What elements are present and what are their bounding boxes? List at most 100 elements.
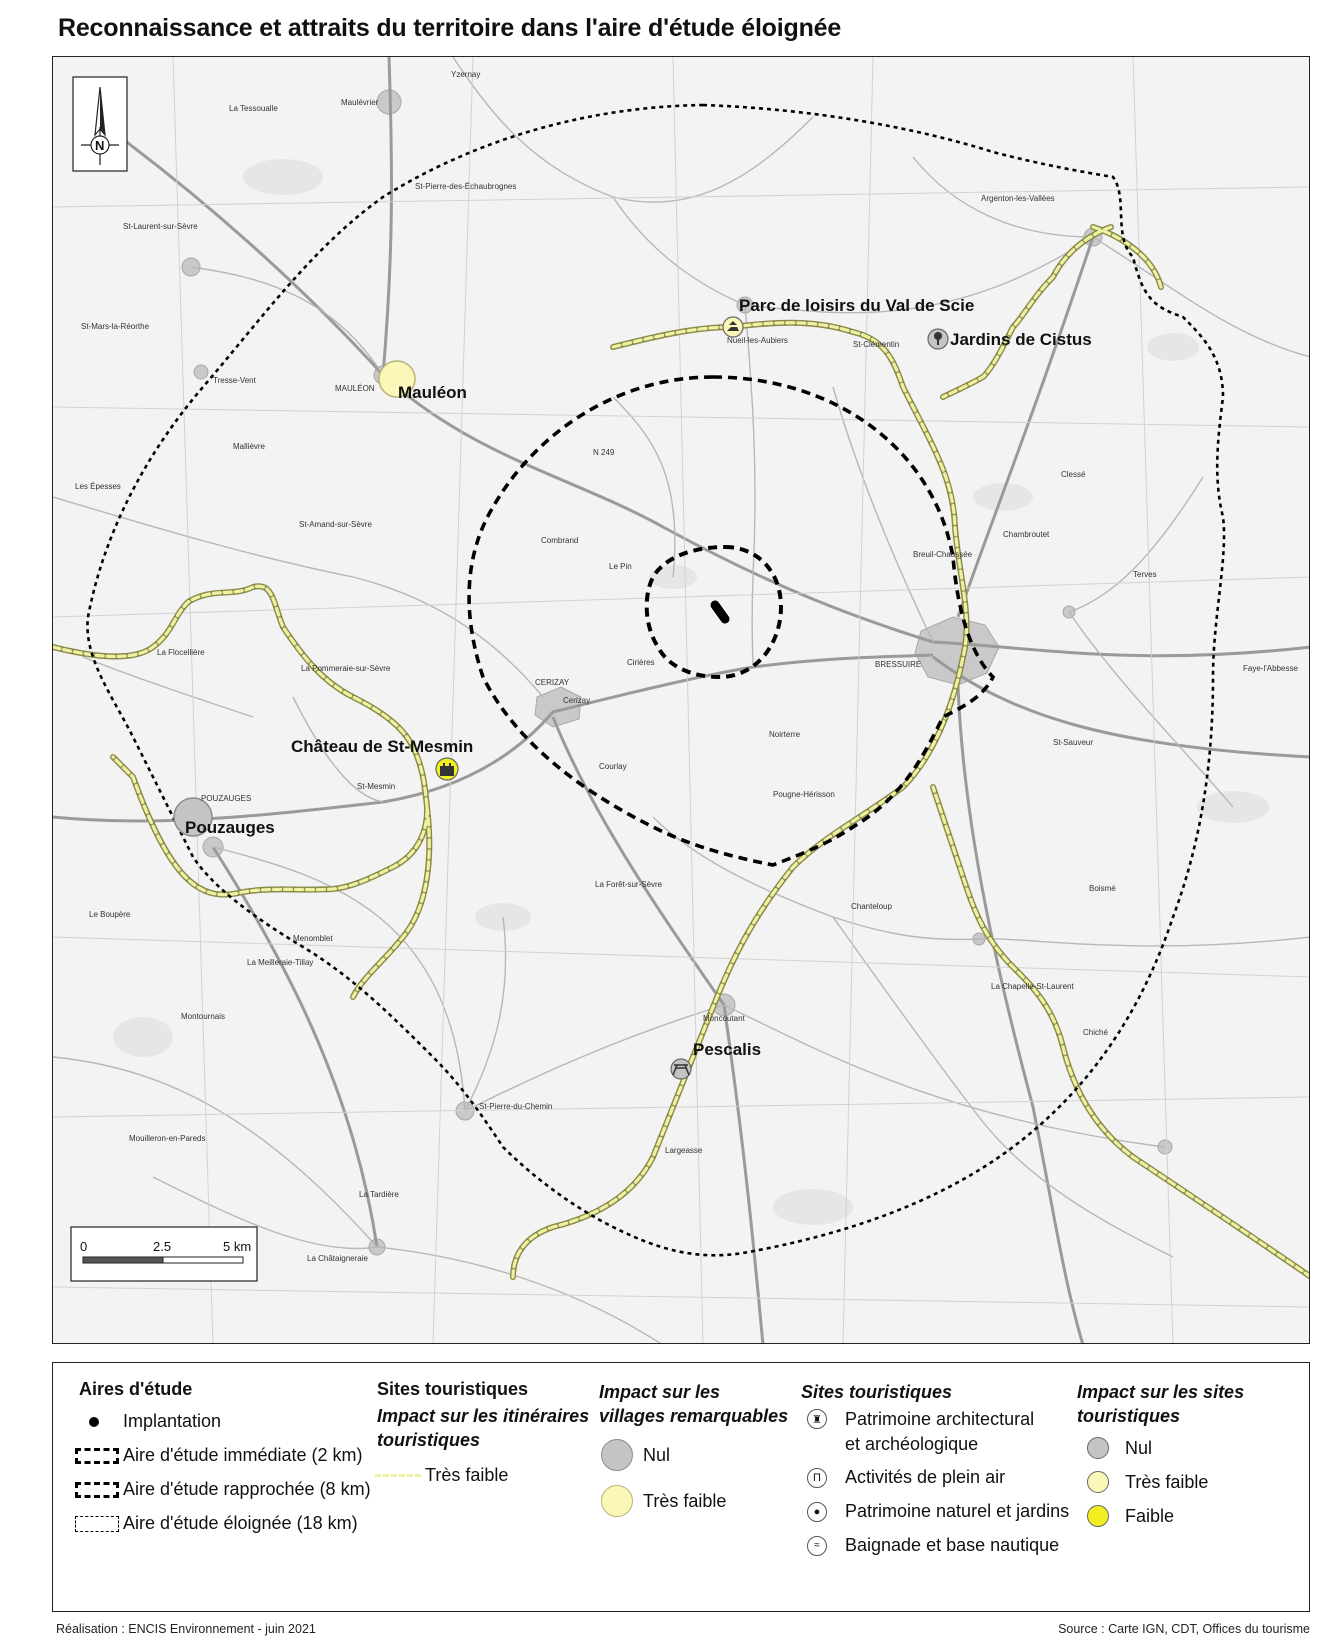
swimming-icon bbox=[727, 321, 739, 331]
legend-aire-eloignee: Aire d'étude éloignée (18 km) bbox=[75, 1513, 358, 1534]
north-label: N bbox=[95, 138, 104, 153]
tree-icon: ● bbox=[807, 1501, 827, 1522]
impact-nul-large-circle-icon bbox=[601, 1439, 633, 1471]
basemap-label: Breuil-Chaussée bbox=[913, 550, 973, 559]
picnic-table-icon: Π bbox=[807, 1467, 827, 1488]
map-canvas: Mauléon Pouzauges Parc de loisirs du Val… bbox=[53, 57, 1309, 1343]
basemap-label: La Chapelle-St-Laurent bbox=[991, 982, 1074, 991]
basemap-label: CERIZAY bbox=[535, 678, 570, 687]
legend-site-baignade: ≈ Baignade et base nautique bbox=[807, 1535, 1059, 1556]
legend-itineraires-subheading-1: Impact sur les itinéraires bbox=[377, 1406, 590, 1426]
tourist-itineraries bbox=[53, 224, 1309, 1280]
legend-site-plein-air: Π Activités de plein air bbox=[807, 1467, 1005, 1488]
legend-impact-site-nul: Nul bbox=[1087, 1437, 1152, 1459]
basemap-label: Pougne-Hérisson bbox=[773, 790, 835, 799]
legend-villages-heading-2: villages remarquables bbox=[599, 1406, 789, 1426]
site-pescalis-label: Pescalis bbox=[693, 1040, 761, 1059]
basemap-label: POUZAUGES bbox=[201, 794, 251, 803]
basemap-label: La Tardière bbox=[359, 1190, 399, 1199]
itinerary-line-icon bbox=[375, 1474, 421, 1477]
castle-icon bbox=[440, 763, 454, 776]
legend-site-types-heading: Sites touristiques bbox=[801, 1382, 953, 1402]
dashed-box-medium-icon bbox=[75, 1481, 119, 1498]
basemap-label: Montournais bbox=[181, 1012, 225, 1021]
tree-icon bbox=[934, 332, 942, 340]
site-chateau-st-mesmin-label: Château de St-Mesmin bbox=[291, 737, 473, 756]
scale-tick-2-5: 2.5 bbox=[153, 1239, 171, 1254]
basemap-label: La Tessoualle bbox=[229, 104, 278, 113]
village-mauleon[interactable]: Mauléon bbox=[378, 360, 467, 402]
impact-tres-faible-circle-icon bbox=[1087, 1471, 1109, 1493]
legend-impact-site-tres-faible: Très faible bbox=[1087, 1471, 1208, 1493]
map-panel[interactable]: Mauléon Pouzauges Parc de loisirs du Val… bbox=[52, 56, 1310, 1344]
basemap-labels: Maulévrier Yzernay St-Laurent-sur-Sèvre … bbox=[75, 70, 1298, 1263]
legend-itineraires-subheading-2: touristiques bbox=[377, 1430, 481, 1450]
legend-villages-heading-1: Impact sur les bbox=[599, 1382, 721, 1402]
basemap-label: Tresse-Vent bbox=[213, 376, 257, 385]
legend-itineraire-tres-faible: Très faible bbox=[375, 1465, 508, 1486]
legend-village-nul: Nul bbox=[601, 1439, 670, 1471]
basemap-label: Courlay bbox=[599, 762, 627, 771]
basemap-label: Menomblet bbox=[293, 934, 333, 943]
scale-tick-0: 0 bbox=[80, 1239, 87, 1254]
map-title: Reconnaissance et attraits du territoire… bbox=[58, 14, 842, 42]
basemap-label: Le Boupère bbox=[89, 910, 131, 919]
north-arrow: N bbox=[72, 76, 128, 172]
woodland-patches bbox=[113, 159, 1269, 1225]
basemap-label: Noirterre bbox=[769, 730, 801, 739]
aire-rapprochee-boundary bbox=[467, 375, 996, 867]
basemap-label: MAULÉON bbox=[335, 384, 375, 393]
impact-faible-circle-icon bbox=[1087, 1505, 1109, 1527]
aire-immediate-boundary bbox=[644, 544, 784, 680]
basemap-label: La Forêt-sur-Sèvre bbox=[595, 880, 663, 889]
legend-aires-heading: Aires d'étude bbox=[79, 1379, 193, 1399]
basemap-label: St-Pierre-du-Chemin bbox=[479, 1102, 552, 1111]
footer-credits: Réalisation : ENCIS Environnement - juin… bbox=[56, 1622, 316, 1636]
village-pouzauges-label: Pouzauges bbox=[185, 818, 275, 837]
legend-site-jardins: ● Patrimoine naturel et jardins bbox=[807, 1501, 1069, 1522]
basemap-label: Yzernay bbox=[451, 70, 480, 79]
basemap-label: Faye-l'Abbesse bbox=[1243, 664, 1298, 673]
basemap-label: Mallièvre bbox=[233, 442, 266, 451]
basemap-label: Mouilleron-en-Pareds bbox=[129, 1134, 205, 1143]
dashed-box-thick-icon bbox=[75, 1447, 119, 1464]
basemap-label: La Châtaigneraie bbox=[307, 1254, 368, 1263]
legend-impact-sites-heading-2: touristiques bbox=[1077, 1406, 1181, 1426]
basemap-label: St-Mars-la-Réorthe bbox=[81, 322, 150, 331]
castle-icon: ♜ bbox=[807, 1409, 827, 1429]
village-mauleon-label: Mauléon bbox=[398, 383, 467, 402]
legend-aire-immediate: Aire d'étude immédiate (2 km) bbox=[75, 1445, 363, 1466]
village-pouzauges[interactable]: Pouzauges bbox=[173, 797, 275, 837]
basemap-label: St-Laurent-sur-Sèvre bbox=[123, 222, 198, 231]
site-pescalis[interactable]: Pescalis bbox=[670, 1040, 761, 1080]
basemap-label: St-Pierre-des-Échaubrognes bbox=[415, 182, 516, 191]
impact-nul-circle-icon bbox=[1087, 1437, 1109, 1459]
basemap-label: Cirières bbox=[627, 658, 655, 667]
legend-aire-rapprochee: Aire d'étude rapprochée (8 km) bbox=[75, 1479, 371, 1500]
implantation-marker bbox=[710, 600, 730, 624]
site-jardins-de-cistus[interactable]: Jardins de Cistus bbox=[927, 328, 1092, 350]
scale-tick-5km: 5 km bbox=[223, 1239, 251, 1254]
picnic-table-icon bbox=[672, 1064, 690, 1076]
basemap-label: Terves bbox=[1133, 570, 1157, 579]
basemap-label: Chanteloup bbox=[851, 902, 892, 911]
legend-panel: Aires d'étude Implantation Aire d'étude … bbox=[52, 1362, 1310, 1612]
basemap-label: Boismé bbox=[1089, 884, 1116, 893]
site-val-de-scie-label: Parc de loisirs du Val de Scie bbox=[739, 296, 974, 315]
site-chateau-st-mesmin[interactable]: Château de St-Mesmin bbox=[291, 737, 473, 781]
legend-itineraires-heading: Sites touristiques bbox=[377, 1379, 529, 1399]
basemap-label: Maulévrier bbox=[341, 98, 379, 107]
grid-fabric bbox=[53, 57, 1309, 1343]
basemap-label: Largeasse bbox=[665, 1146, 703, 1155]
site-val-de-scie[interactable]: Parc de loisirs du Val de Scie bbox=[722, 296, 974, 338]
site-jardins-de-cistus-label: Jardins de Cistus bbox=[950, 330, 1092, 349]
basemap-label: Cerizay bbox=[563, 696, 590, 705]
basemap-label: Argenton-les-Vallées bbox=[981, 194, 1055, 203]
dashed-box-thin-icon bbox=[75, 1515, 119, 1532]
basemap-label: Moncoutant bbox=[703, 1014, 746, 1023]
legend-village-tres-faible: Très faible bbox=[601, 1485, 726, 1517]
basemap-label: Chiché bbox=[1083, 1028, 1108, 1037]
legend-impact-sites-heading-1: Impact sur les sites bbox=[1077, 1382, 1245, 1402]
legend-impact-site-faible: Faible bbox=[1087, 1505, 1174, 1527]
